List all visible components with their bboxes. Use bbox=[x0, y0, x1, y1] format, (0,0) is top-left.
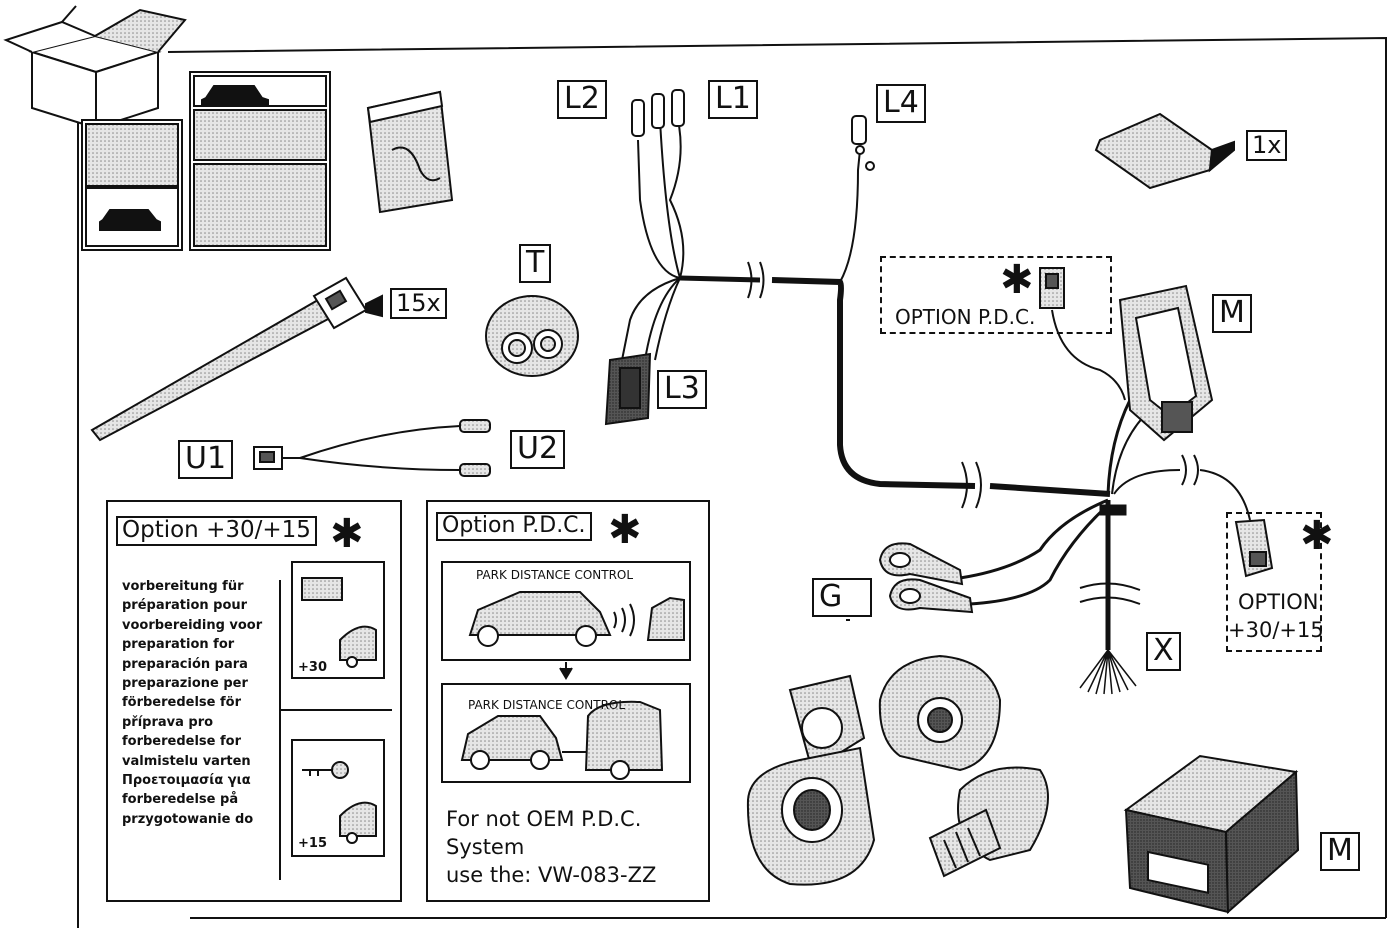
language-item: preparation for bbox=[122, 637, 235, 653]
label-l3: L3 bbox=[657, 370, 707, 409]
option-30-15-line1: OPTION bbox=[1238, 590, 1319, 614]
trailer-socket-icon bbox=[746, 674, 876, 886]
rubber-boot-icon bbox=[928, 766, 1049, 878]
hardware-bag-icon bbox=[366, 90, 454, 214]
instruction-manuals-icon bbox=[81, 71, 331, 251]
language-item: przygotowanie do bbox=[122, 811, 254, 827]
plus30-label: +30 bbox=[298, 660, 327, 675]
frame-border bbox=[77, 36, 1387, 928]
plus15-label: +15 bbox=[298, 836, 327, 851]
box-icon bbox=[3, 5, 187, 130]
language-item: préparation pour bbox=[122, 598, 248, 614]
option-30-15-line2: +30/+15 bbox=[1228, 618, 1324, 642]
language-item: vorbereitung für bbox=[122, 579, 244, 594]
pdc-caption-1: PARK DISTANCE CONTROL bbox=[476, 568, 634, 582]
language-item: Προετοιμασία για bbox=[122, 773, 251, 789]
option-pdc-label: OPTION P.D.C. bbox=[895, 305, 1036, 329]
language-item: valmistelu varten bbox=[122, 753, 251, 769]
grommet-icon bbox=[485, 295, 579, 377]
socket-seal-icon bbox=[878, 654, 1002, 772]
bullet-terminals bbox=[631, 89, 875, 171]
label-l2: L2 bbox=[557, 80, 607, 119]
multi-pin-connector-icon bbox=[1118, 284, 1214, 442]
language-item: příprava pro bbox=[122, 714, 214, 730]
label-qty-sheet: 1x bbox=[1246, 130, 1288, 161]
star-icon: ✱ bbox=[1000, 257, 1034, 303]
label-x: X bbox=[1146, 632, 1181, 671]
panel-option-pdc bbox=[426, 500, 710, 902]
battery-trailer-icon bbox=[291, 561, 385, 679]
ground-eyelet-icon bbox=[878, 542, 974, 614]
language-item: förberedelse för bbox=[122, 695, 242, 711]
wiring-harness bbox=[621, 119, 1251, 695]
language-item: forberedelse for bbox=[122, 734, 242, 750]
key-trailer-icon bbox=[291, 739, 385, 857]
language-item: preparazione per bbox=[122, 676, 248, 692]
option-pdc-box bbox=[880, 256, 1112, 334]
panel-option-30-15 bbox=[106, 500, 402, 902]
option-30-15-box bbox=[1226, 512, 1322, 652]
pdc-note-line3: use the: VW-083-ZZ bbox=[446, 863, 657, 887]
star-icon: ✱ bbox=[608, 507, 642, 553]
language-item: voorbereiding voor bbox=[122, 617, 263, 633]
l3-connector-icon bbox=[604, 352, 652, 426]
label-l4: L4 bbox=[876, 84, 926, 123]
language-list: vorbereitung für préparation pour voorbe… bbox=[122, 577, 278, 829]
pdc-note-line2: System bbox=[446, 835, 525, 859]
instruction-sheet-icon bbox=[1094, 112, 1235, 190]
label-g: G bbox=[812, 578, 873, 617]
adapter-cable-icon bbox=[253, 419, 491, 477]
label-m-connector: M bbox=[1212, 294, 1252, 333]
star-icon: ✱ bbox=[1300, 513, 1334, 559]
label-m-module: M bbox=[1320, 832, 1360, 871]
language-item: preparación para bbox=[122, 656, 248, 672]
pdc-plug-icon bbox=[1039, 267, 1065, 309]
label-t: T bbox=[519, 244, 552, 283]
label-l1: L1 bbox=[708, 80, 758, 119]
language-item: forberedelse på bbox=[122, 792, 239, 808]
label-u2: U2 bbox=[510, 430, 566, 469]
panel-30-15-title: Option +30/+15 bbox=[116, 516, 317, 546]
control-module-icon bbox=[1123, 754, 1300, 915]
cable-tie-icon bbox=[90, 276, 383, 442]
pdc-car-illustration bbox=[441, 561, 691, 783]
pdc-caption-2: PARK DISTANCE CONTROL bbox=[468, 698, 626, 712]
pdc-note-line1: For not OEM P.D.C. bbox=[446, 807, 642, 831]
panel-30-divider bbox=[279, 580, 392, 880]
label-u1: U1 bbox=[178, 440, 234, 479]
star-icon: ✱ bbox=[330, 511, 364, 557]
option-plug-icon bbox=[1234, 518, 1274, 578]
label-qty-cable-ties: 15x bbox=[390, 288, 447, 319]
panel-pdc-title: Option P.D.C. bbox=[436, 512, 592, 541]
